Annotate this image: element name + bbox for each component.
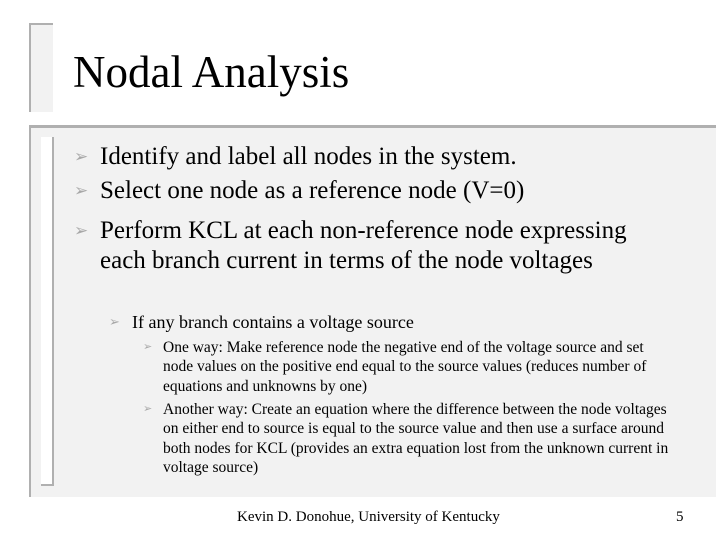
arrow-bullet-icon: ➢ xyxy=(74,147,89,166)
arrow-bullet-icon: ➢ xyxy=(109,314,120,329)
bullet-item: Identify and label all nodes in the syst… xyxy=(100,143,517,170)
arrow-bullet-icon: ➢ xyxy=(74,221,89,240)
sub-sub-bullet-item: One way: Make reference node the negativ… xyxy=(163,339,647,395)
content-panel xyxy=(29,125,716,497)
page-number: 5 xyxy=(676,509,684,525)
sub-sub-bullet-item: Another way: Create an equation where th… xyxy=(163,401,669,477)
sub-bullet-item: If any branch contains a voltage source xyxy=(132,312,414,332)
slide-title: Nodal Analysis xyxy=(73,47,350,97)
content-panel-accent-strip xyxy=(41,137,54,486)
bullet-item: Select one node as a reference node (V=0… xyxy=(100,177,525,204)
footer-author: Kevin D. Donohue, University of Kentucky xyxy=(237,509,500,525)
arrow-bullet-icon: ➢ xyxy=(143,341,153,353)
title-frame-decoration xyxy=(29,23,53,112)
arrow-bullet-icon: ➢ xyxy=(74,181,89,200)
bullet-item: Perform KCL at each non-reference node e… xyxy=(100,217,627,274)
arrow-bullet-icon: ➢ xyxy=(143,403,153,415)
